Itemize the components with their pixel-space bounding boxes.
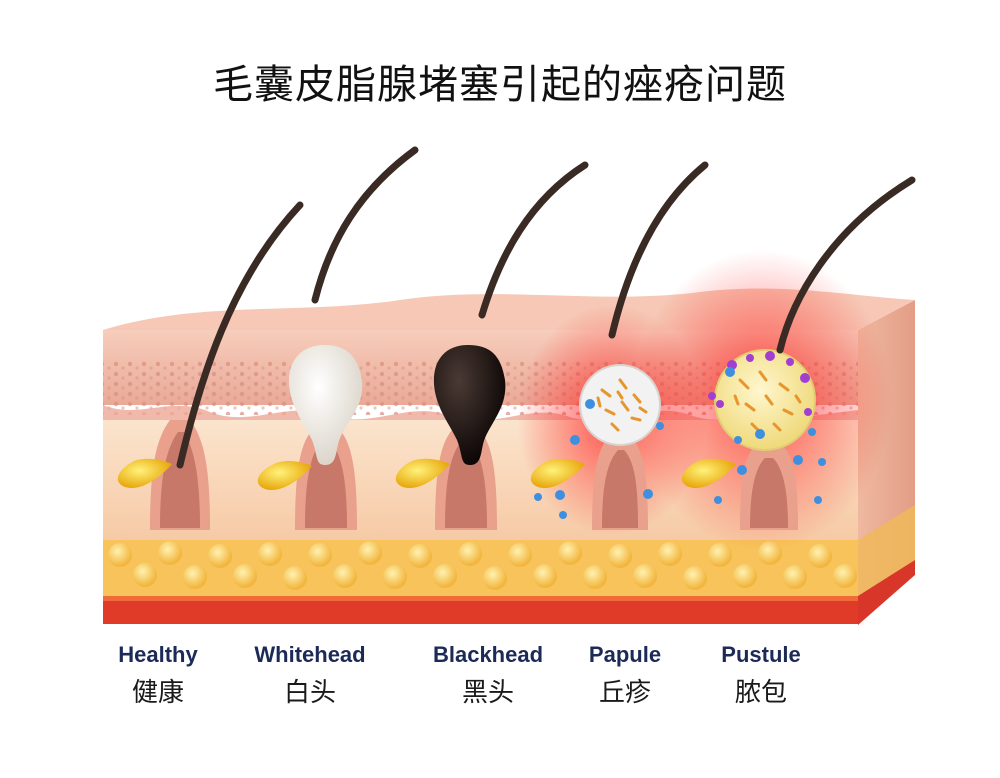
label-whitehead: Whitehead 白头 — [220, 642, 400, 709]
follicle-blackhead — [395, 161, 589, 530]
hair-strand — [176, 201, 304, 469]
stage-name-zh: 黑头 — [461, 678, 514, 708]
follicle-whitehead — [257, 146, 419, 530]
label-pustule: Pustule 脓包 — [671, 642, 851, 709]
stage-name-en: Blackhead — [432, 642, 544, 667]
stage-name-en: Healthy — [118, 642, 198, 667]
stage-name-zh: 丘疹 — [598, 678, 651, 708]
stage-name-en: Pustule — [721, 642, 801, 667]
stage-name-en: Whitehead — [254, 642, 366, 667]
pustule-purple-bacteria — [708, 351, 812, 416]
follicle-papule — [530, 161, 709, 530]
label-healthy: Healthy 健康 — [68, 642, 248, 709]
fat-cells — [108, 541, 857, 590]
sebaceous-gland — [117, 458, 172, 489]
diagram-title: 毛囊皮脂腺堵塞引起的痤疮问题 — [213, 62, 787, 108]
follicle-healthy — [117, 201, 304, 530]
papule-blue-bacteria — [534, 399, 664, 519]
stage-name-zh: 脓包 — [734, 678, 787, 708]
pustule-bacteria — [733, 370, 802, 432]
follicle-pustule — [681, 176, 916, 530]
stage-name-zh: 健康 — [131, 678, 184, 708]
label-papule: Papule 丘疹 — [535, 642, 715, 709]
whitehead-plug — [288, 345, 363, 465]
blackhead-plug — [433, 345, 506, 465]
stage-name-en: Papule — [588, 642, 662, 667]
label-blackhead: Blackhead 黑头 — [398, 642, 578, 709]
stage-name-zh: 白头 — [283, 678, 336, 708]
papule-bacteria — [596, 378, 648, 432]
papule-inflamed-pore — [579, 364, 661, 446]
pustule-blue-bacteria — [714, 367, 826, 504]
pustule-pus — [714, 349, 816, 451]
